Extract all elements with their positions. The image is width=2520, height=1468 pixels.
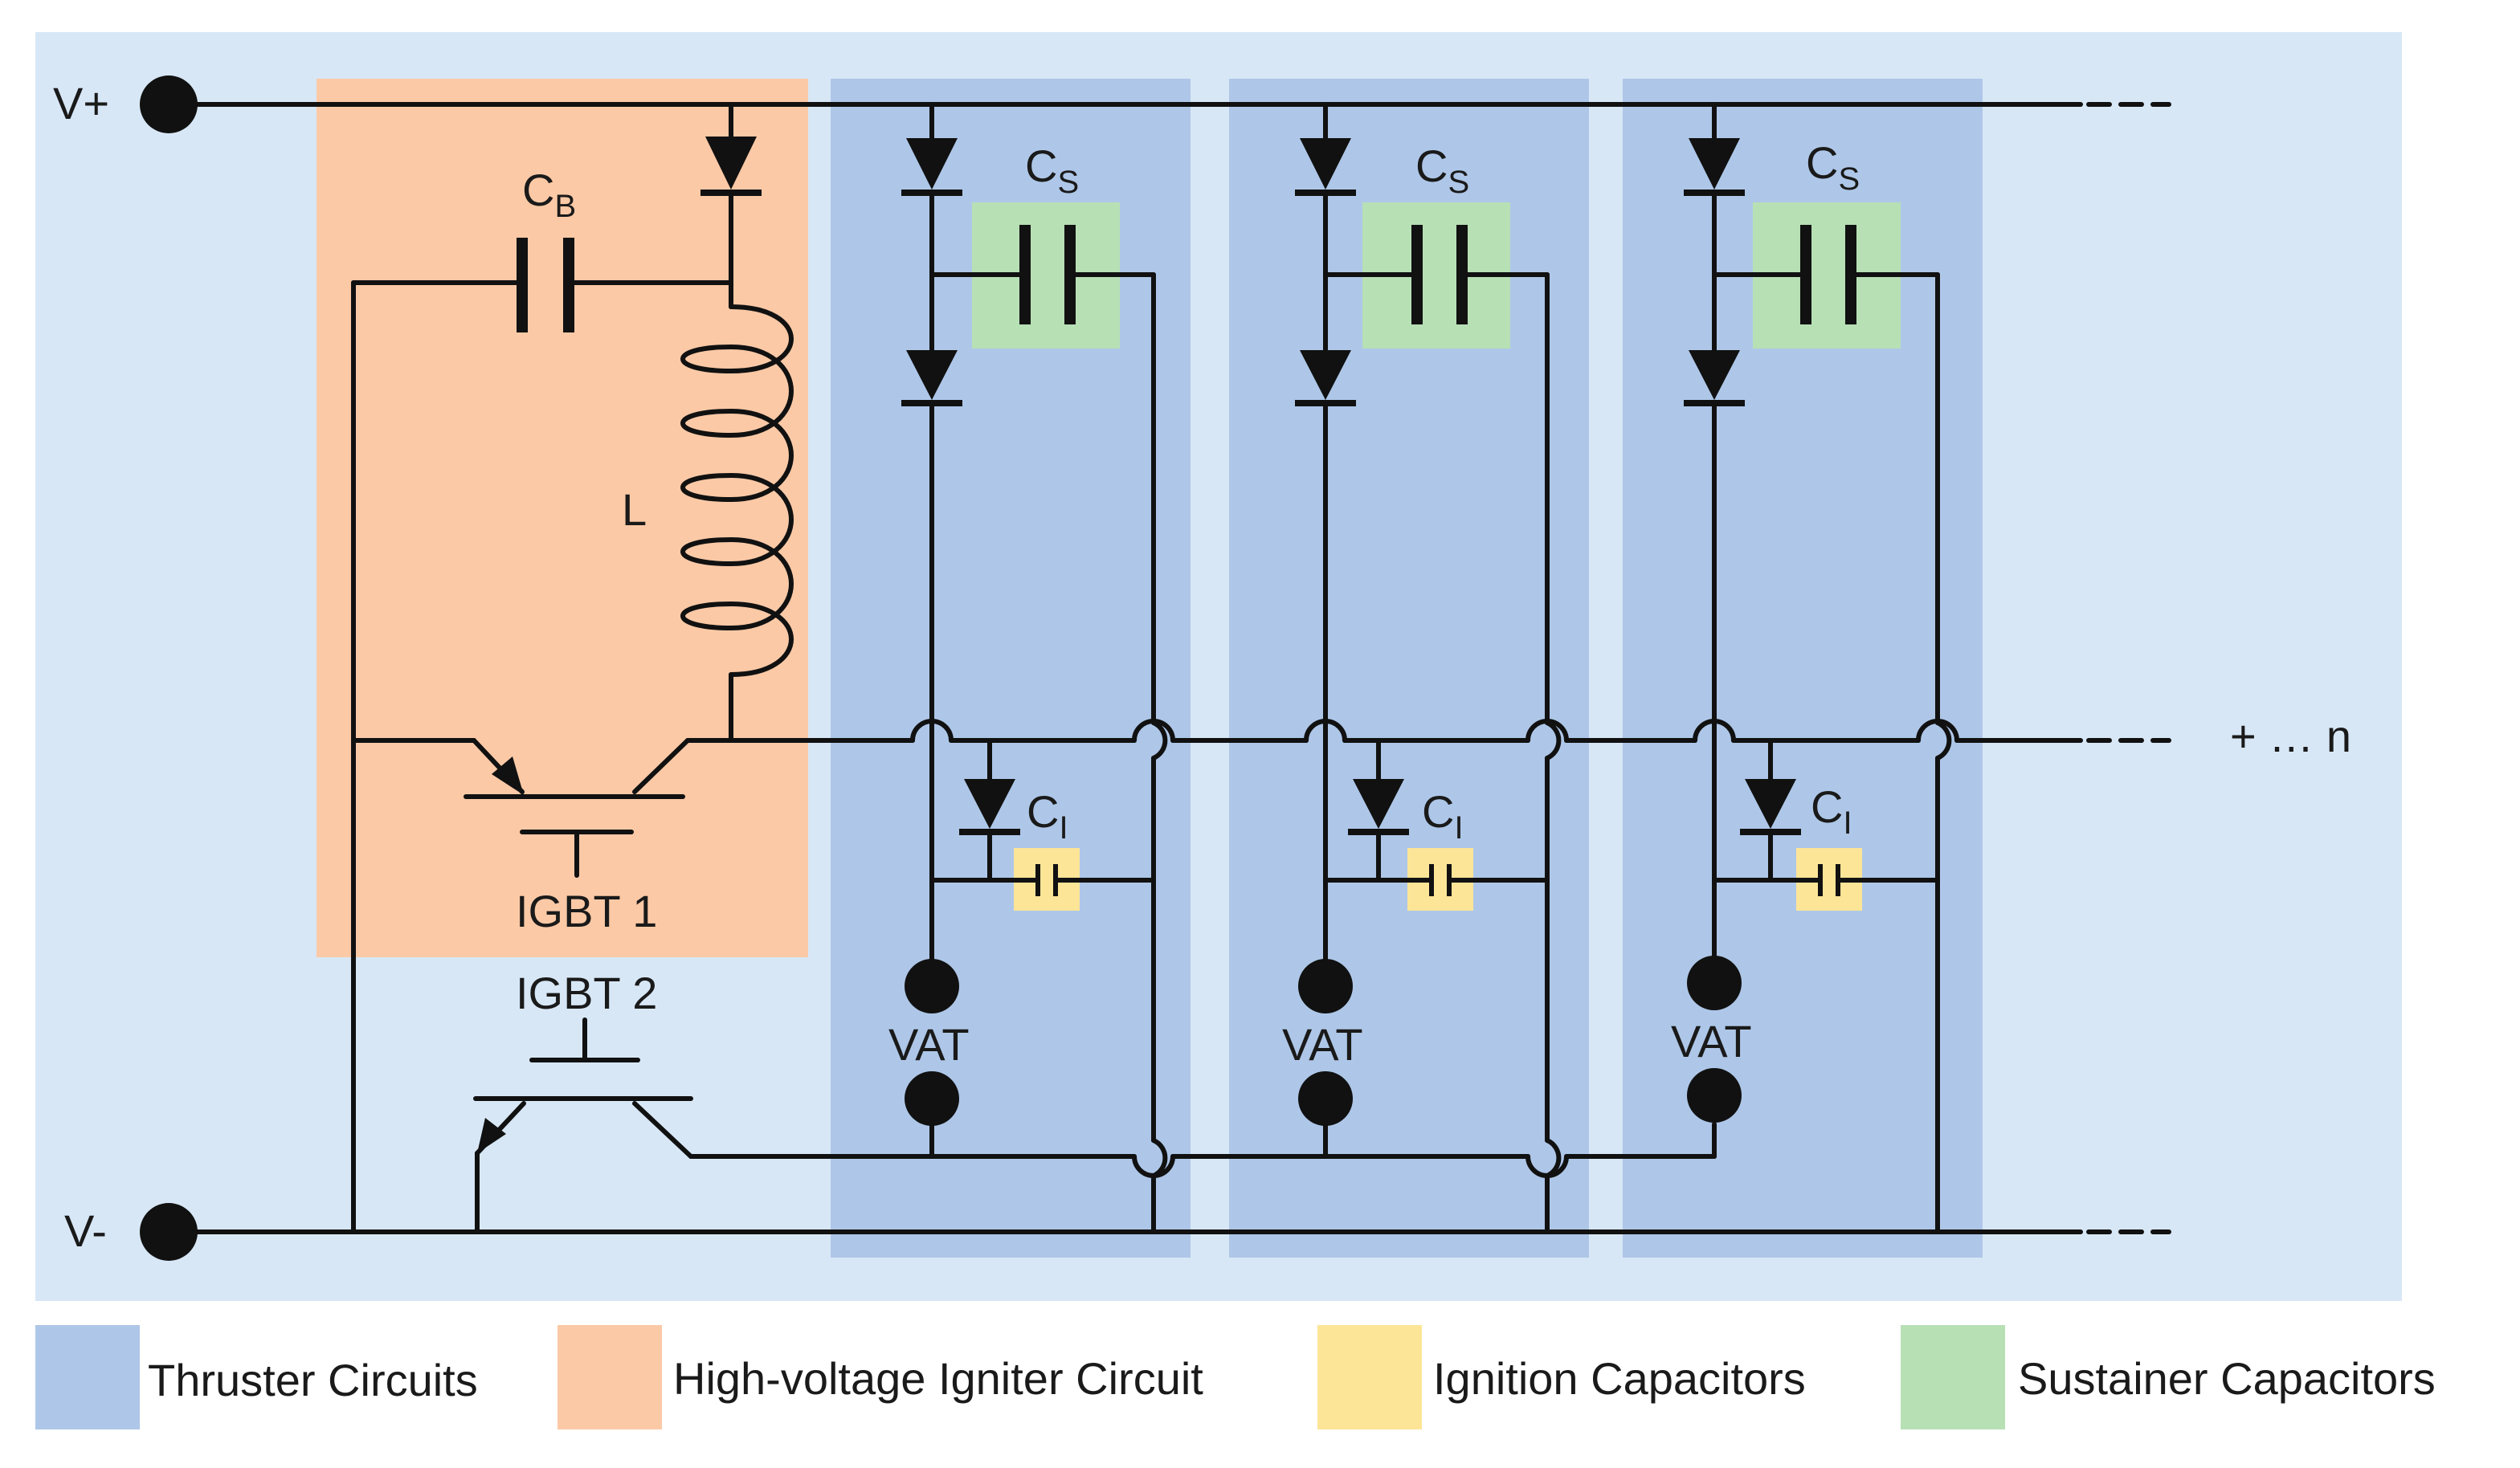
legend-label-sustainer: Sustainer Capacitors	[2018, 1353, 2436, 1404]
thruster-3-components	[1684, 138, 1856, 1123]
vat-label-3: VAT	[1671, 1016, 1752, 1066]
vat-label-1: VAT	[888, 1019, 970, 1070]
cs-label-2: CS	[1415, 141, 1469, 200]
legend-label-thruster: Thruster Circuits	[148, 1355, 478, 1405]
ci-label-2: CI	[1422, 786, 1464, 846]
capacitor-cb	[517, 238, 574, 332]
legend-swatch-thruster	[35, 1325, 140, 1429]
vminus-label: V-	[64, 1205, 107, 1256]
inductor-label: L	[622, 484, 647, 535]
legend-label-ignition: Ignition Capacitors	[1433, 1353, 1806, 1404]
vplus-label: V+	[53, 78, 109, 128]
vminus-terminal	[140, 1203, 198, 1261]
vplus-terminal	[140, 75, 198, 133]
legend-swatch-igniter	[558, 1325, 662, 1429]
igbt1-emitter-arrow	[492, 756, 524, 795]
legend-swatch-sustainer	[1901, 1325, 2005, 1429]
igbt2-label: IGBT 2	[516, 968, 657, 1018]
wiring	[166, 102, 2171, 1234]
ci-label-1: CI	[1027, 786, 1068, 846]
thruster-1-components	[901, 138, 1076, 1126]
igbt2-emitter-arrow	[477, 1118, 506, 1153]
vat-label-2: VAT	[1282, 1019, 1363, 1070]
continuation-label: + … n	[2230, 711, 2351, 761]
igniter-region	[317, 79, 808, 957]
ci-label-3: CI	[1811, 781, 1852, 841]
igbt1-label: IGBT 1	[516, 886, 657, 936]
cs-label-1: CS	[1025, 141, 1079, 200]
legend: Thruster Circuits High-voltage Igniter C…	[35, 1325, 2436, 1429]
cb-label: CB	[522, 165, 576, 224]
cs-label-3: CS	[1806, 137, 1860, 197]
thruster-2-components	[1295, 138, 1468, 1126]
legend-swatch-ignition	[1317, 1325, 1422, 1429]
igniter-diode	[700, 137, 762, 196]
legend-label-igniter: High-voltage Igniter Circuit	[673, 1353, 1203, 1404]
